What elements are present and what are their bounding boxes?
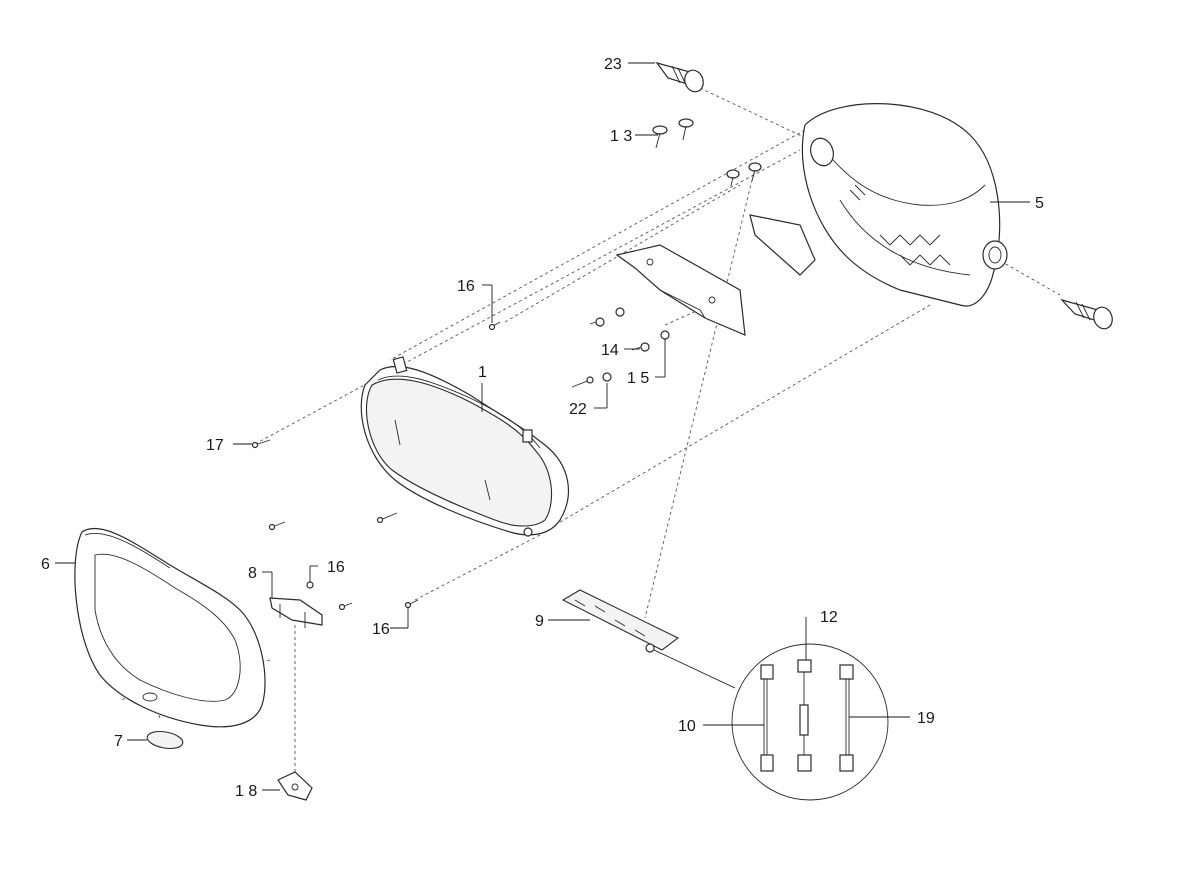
callout-18: 1 8 [235, 783, 257, 800]
cable-detail-view [653, 643, 889, 801]
part-7-cap [146, 730, 184, 750]
callout-16-upper: 16 [457, 278, 475, 295]
screw-16-upper [488, 321, 501, 331]
part-5-rear-housing [801, 103, 1008, 307]
callout-9: 9 [535, 613, 544, 630]
cable-12 [797, 659, 812, 772]
fasteners-14-15-22 [571, 307, 670, 388]
part-23-grommet [655, 61, 704, 93]
mounting-bracket [615, 214, 816, 336]
callout-16-middle: 16 [327, 559, 345, 576]
callout-22: 22 [569, 401, 587, 418]
callout-1: 1 [478, 364, 487, 381]
callout-10: 10 [678, 718, 696, 735]
screw-17 [251, 439, 271, 449]
callout-leaders [55, 62, 1030, 791]
cable-10 [760, 664, 774, 772]
side-grommet [1060, 298, 1113, 330]
callout-8: 8 [248, 565, 257, 582]
part-18-clip [277, 771, 313, 801]
cable-19 [839, 664, 854, 772]
callout-5: 5 [1035, 195, 1044, 212]
callout-12: 12 [820, 609, 838, 626]
part-13-push-rivets-mounted [726, 162, 762, 187]
part-9-circuit-board [561, 589, 680, 653]
callout-19: 19 [917, 710, 935, 727]
callout-16-lower: 16 [372, 621, 390, 638]
callout-6: 6 [41, 556, 50, 573]
callout-17: 17 [206, 437, 224, 454]
callout-labels: 23 1 3 5 16 14 1 5 1 22 17 6 8 16 9 16 1… [41, 56, 1044, 800]
part-1-headlight-unit [360, 356, 569, 537]
part-13-push-rivets [652, 118, 694, 149]
part-8-clip [269, 581, 323, 628]
callout-14: 14 [601, 342, 619, 359]
callout-7: 7 [114, 733, 123, 750]
callout-23: 23 [604, 56, 622, 73]
front-screws [268, 512, 419, 611]
callout-13: 1 3 [610, 128, 632, 145]
callout-15: 1 5 [627, 370, 649, 387]
part-6-front-frame [74, 527, 266, 728]
